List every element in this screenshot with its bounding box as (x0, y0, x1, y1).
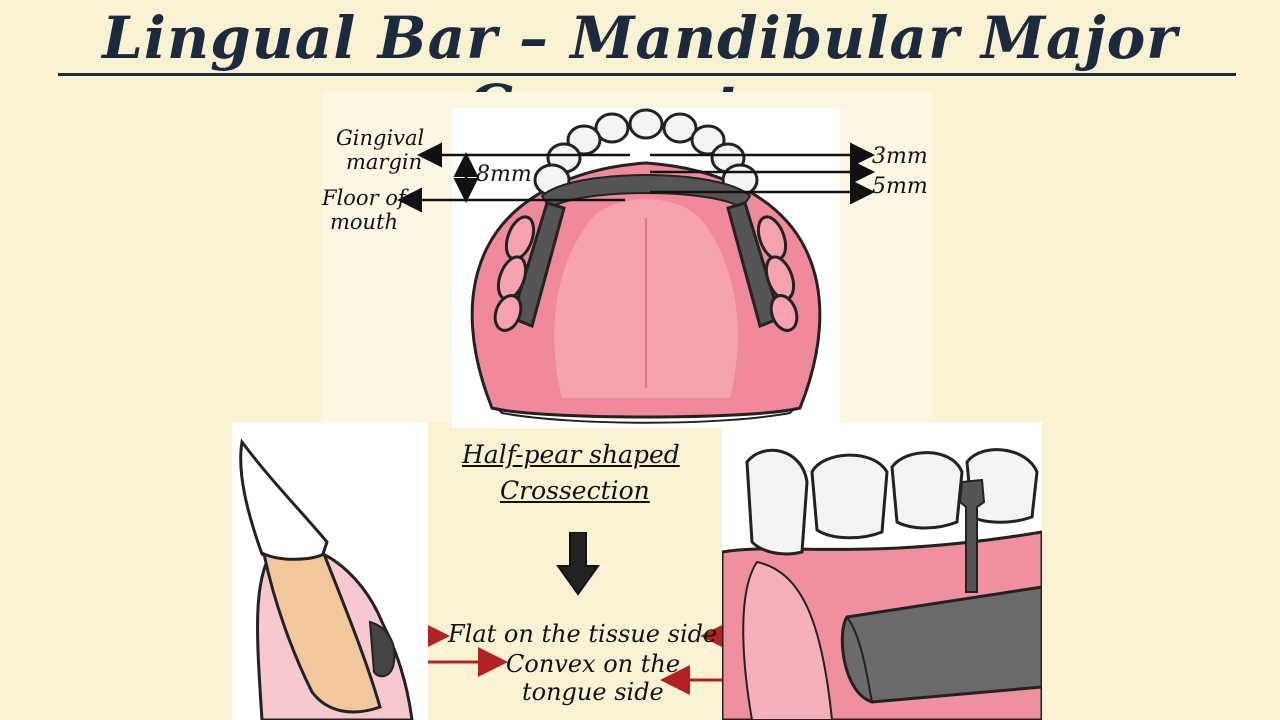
teeth-row (745, 448, 1039, 556)
flat-tissue-label: Flat on the tissue side (448, 620, 718, 648)
dim-3mm-label: 3mm (872, 144, 928, 169)
floor-label-1: Floor of (322, 186, 406, 210)
dim-5mm-label: 5mm (872, 174, 928, 199)
arch-teeth (533, 108, 759, 197)
teeth-lingual-bar-view (722, 448, 1042, 720)
tooth-crosssection (239, 438, 414, 720)
tooth-root (261, 551, 382, 714)
lingual-bar-section (368, 620, 396, 678)
down-arrow-icon (556, 532, 600, 596)
gingival-label-2: margin (346, 150, 423, 174)
crosssection-title-1: Half-pear shaped (462, 440, 680, 469)
tooth-crown (239, 438, 329, 562)
minor-connector (958, 478, 986, 593)
convex-tongue-label-1: Convex on the (506, 650, 681, 678)
crosssection-title-2: Crossection (500, 476, 650, 505)
lingual-bar-3d (840, 585, 1042, 704)
gingival-label-1: Gingival (336, 126, 425, 150)
height-8mm-label: 8mm (476, 162, 532, 187)
convex-tongue-label-2: tongue side (522, 678, 664, 706)
mandible-arch-diagram (470, 108, 822, 424)
title-underline (58, 73, 1236, 76)
floor-label-2: mouth (330, 210, 399, 234)
